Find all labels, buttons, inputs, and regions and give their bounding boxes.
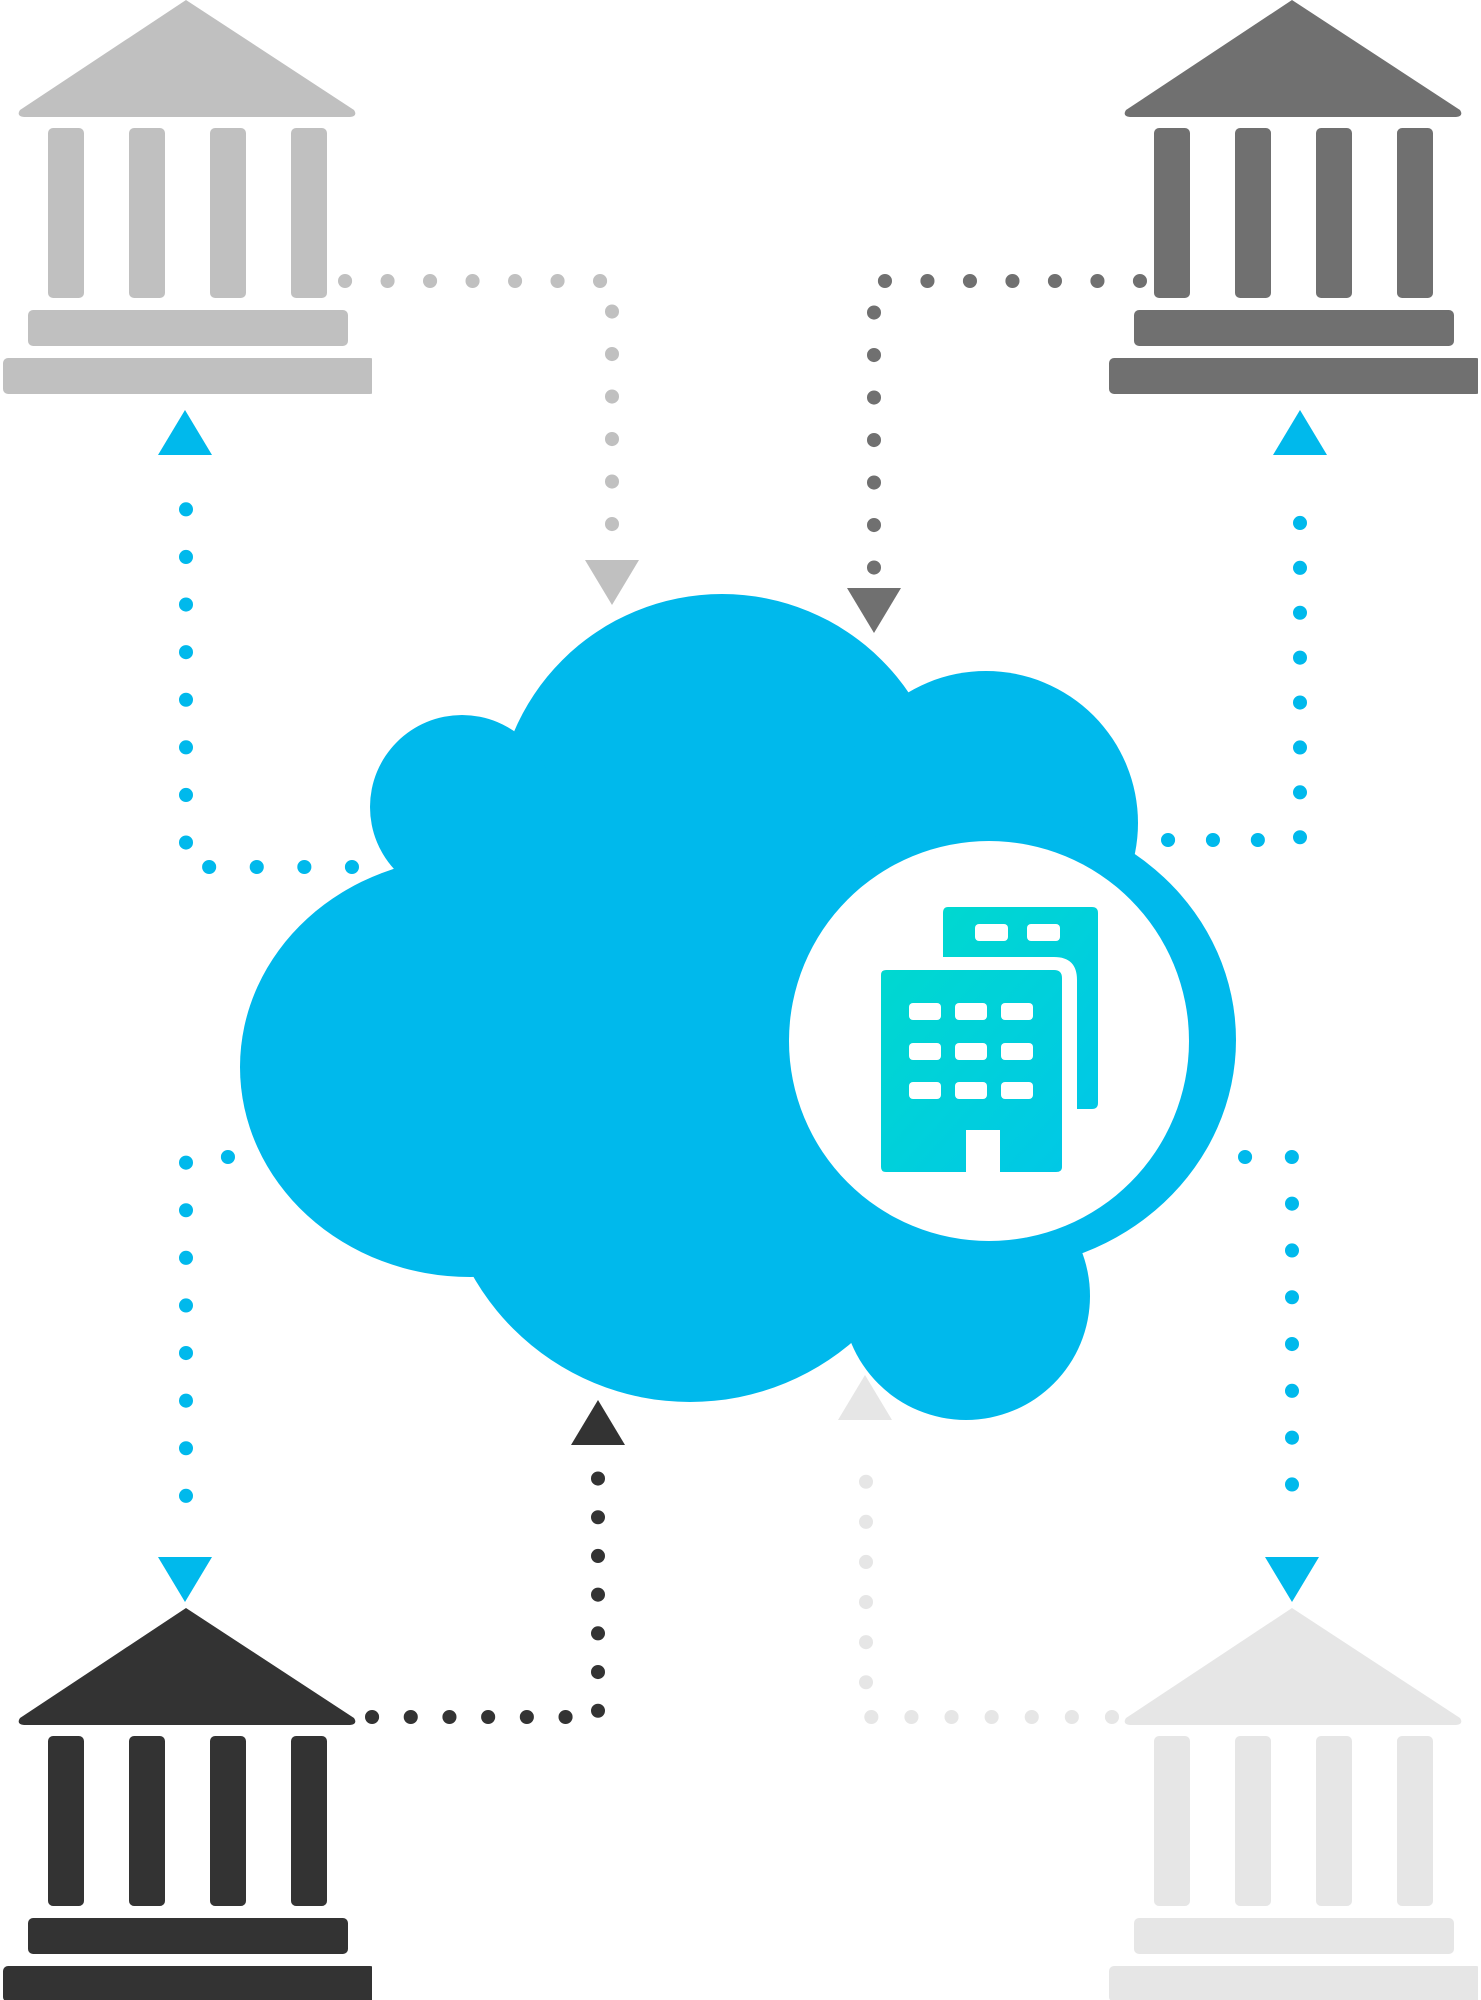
arrowhead-to-top-left-institution [158, 410, 212, 455]
arrowhead-to-bottom-left-institution [158, 1557, 212, 1602]
connector-cloud-to-top-right [1161, 473, 1307, 847]
connector-cloud-to-bottom-right [1238, 1150, 1299, 1537]
connector-bottom-right-to-cloud [859, 1448, 1119, 1724]
connector-cloud-to-bottom-left [179, 1150, 235, 1542]
office-buildings-icon [881, 907, 1098, 1172]
institution-bottom-right [1109, 1608, 1478, 2000]
connector-top-right-to-cloud [867, 274, 1147, 579]
institution-bottom-left [3, 1608, 372, 2000]
arrowhead-into-cloud-from-bottom-right [838, 1375, 892, 1420]
institution-top-left [3, 0, 372, 394]
company-badge [789, 841, 1189, 1241]
arrowhead-into-cloud-from-bottom-left [571, 1400, 625, 1445]
arrowhead-to-bottom-right-institution [1265, 1557, 1319, 1602]
connector-top-left-to-cloud [338, 274, 619, 549]
connector-cloud-to-top-left [179, 477, 359, 874]
connector-bottom-left-to-cloud [365, 1463, 605, 1724]
arrowhead-into-cloud-from-top-left [585, 560, 639, 605]
arrowhead-into-cloud-from-top-right [847, 588, 901, 633]
arrowhead-to-top-right-institution [1273, 410, 1327, 455]
institution-top-right [1109, 0, 1478, 394]
